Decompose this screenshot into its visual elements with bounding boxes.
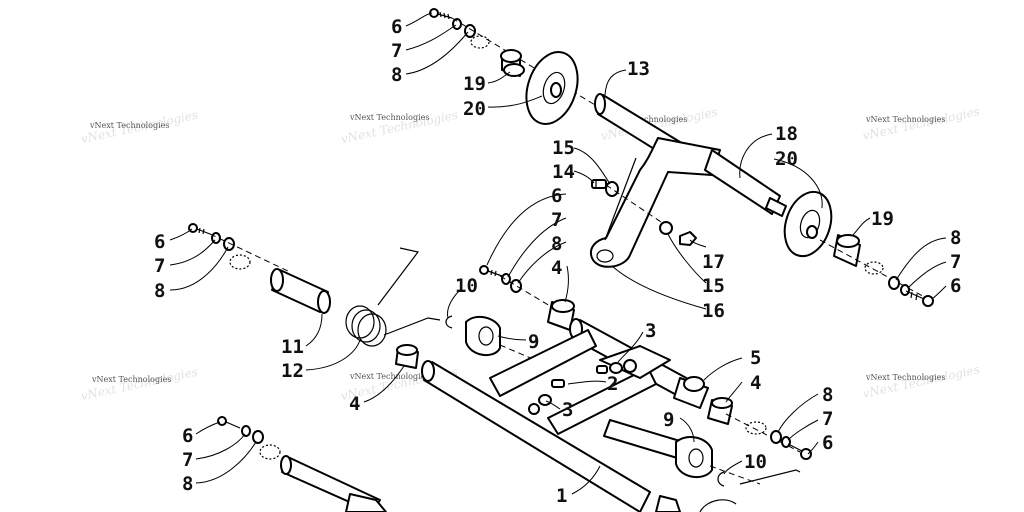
watermark-text: vNext Technologies <box>607 115 687 124</box>
callout-8: 8 <box>182 473 193 495</box>
rear-arm-frame-1 <box>421 318 691 512</box>
left-spring-bolt <box>188 223 211 235</box>
right-lower-bolt <box>787 443 812 460</box>
callout-6: 6 <box>551 185 562 207</box>
callout-8: 8 <box>950 227 961 249</box>
left-ghost-washer <box>229 254 251 270</box>
callout-13: 13 <box>627 58 650 80</box>
watermark-text: vNext Technologies <box>91 375 171 384</box>
callout-7: 7 <box>822 408 833 430</box>
nut-17 <box>679 231 697 246</box>
callout-15: 15 <box>702 275 725 297</box>
upper-left-lock-washer <box>464 24 476 38</box>
bushing-4-right <box>707 397 733 425</box>
callout-8: 8 <box>154 280 165 302</box>
left-spring-lock-washer <box>223 237 235 251</box>
leader-lines <box>169 12 947 495</box>
pivot-block-9-left <box>465 315 501 357</box>
callout-6: 6 <box>182 425 193 447</box>
spring-arm-right <box>739 469 801 485</box>
lower-left-washer <box>241 425 251 437</box>
callout-6: 6 <box>154 231 165 253</box>
callout-1: 1 <box>556 485 567 507</box>
callout-18: 18 <box>775 123 798 145</box>
right-axle <box>704 149 787 217</box>
callout-9: 9 <box>528 331 539 353</box>
callout-7: 7 <box>182 449 193 471</box>
callout-7: 7 <box>391 40 402 62</box>
watermark-text: vNext Technologies <box>349 372 429 381</box>
right-lock-washer <box>900 284 910 296</box>
callout-14: 14 <box>552 161 575 183</box>
callout-7: 7 <box>551 209 562 231</box>
washer-15-lower <box>659 221 673 235</box>
right-lower-lock-washer <box>781 436 791 448</box>
callout-4: 4 <box>349 393 360 415</box>
spacer-11 <box>270 268 331 314</box>
right-lower-washer <box>770 430 782 444</box>
pivot-bolt <box>479 265 503 277</box>
callout-3: 3 <box>562 399 573 421</box>
pivot-block-9-right <box>675 435 713 479</box>
callout-11: 11 <box>281 336 304 358</box>
pivot-lock-washer <box>510 279 522 293</box>
bushing-4-left <box>395 344 419 369</box>
lower-tube <box>280 455 387 512</box>
callout-6: 6 <box>391 16 402 38</box>
callout-6: 6 <box>822 432 833 454</box>
torsion-spring-12 <box>345 247 441 347</box>
upper-right-idler-wheel <box>783 190 833 258</box>
snap-ring-10 <box>445 315 453 329</box>
pivot-shaft-5 <box>673 376 709 409</box>
washer-15-upper <box>605 181 619 197</box>
lower-left-bolt <box>217 416 241 429</box>
spring-coil-right <box>699 499 737 512</box>
callout-3: 3 <box>645 320 656 342</box>
watermark-text: vNext Technologies <box>89 121 169 130</box>
screw-14 <box>591 179 607 189</box>
bushing-lower-center <box>655 495 681 512</box>
callout-10: 10 <box>744 451 767 473</box>
upper-left-ghost-washer <box>470 35 490 49</box>
callout-19: 19 <box>463 73 486 95</box>
callout-8: 8 <box>391 64 402 86</box>
upper-right-bushing <box>833 234 861 267</box>
callout-16: 16 <box>702 300 725 322</box>
snap-ring-10-right <box>717 471 725 487</box>
callout-7: 7 <box>950 251 961 273</box>
callout-20: 20 <box>775 148 798 170</box>
callout-9: 9 <box>663 409 674 431</box>
callout-2: 2 <box>607 373 618 395</box>
watermark-text: vNext Technologies <box>349 113 429 122</box>
callout-20: 20 <box>463 98 486 120</box>
upper-left-idler-wheel <box>525 51 579 125</box>
lower-left-ghost-washer <box>259 444 281 460</box>
upper-left-bushing <box>500 49 525 77</box>
right-bolt <box>905 290 934 307</box>
right-ghost-washer <box>864 261 884 275</box>
callout-6: 6 <box>950 275 961 297</box>
callout-10: 10 <box>455 275 478 297</box>
callout-4: 4 <box>551 257 562 279</box>
right-washer <box>888 276 900 290</box>
watermark-text: vNext Technologies <box>865 373 945 382</box>
callout-8: 8 <box>822 384 833 406</box>
rocker-arm <box>590 137 721 268</box>
callout-17: 17 <box>702 251 725 273</box>
callout-4: 4 <box>750 372 761 394</box>
right-lower-ghost-washer <box>745 421 767 435</box>
callout-12: 12 <box>281 360 304 382</box>
callout-labels: 6 7 8 19 20 13 15 14 18 20 19 6 7 8 4 10… <box>154 16 961 507</box>
watermark-text: vNext Technologies <box>865 115 945 124</box>
callout-19: 19 <box>871 208 894 230</box>
upper-left-bolt <box>429 8 453 20</box>
callout-15: 15 <box>552 137 575 159</box>
lower-left-lock-washer <box>252 430 264 444</box>
callout-8: 8 <box>551 233 562 255</box>
callout-7: 7 <box>154 255 165 277</box>
callout-5: 5 <box>750 347 761 369</box>
